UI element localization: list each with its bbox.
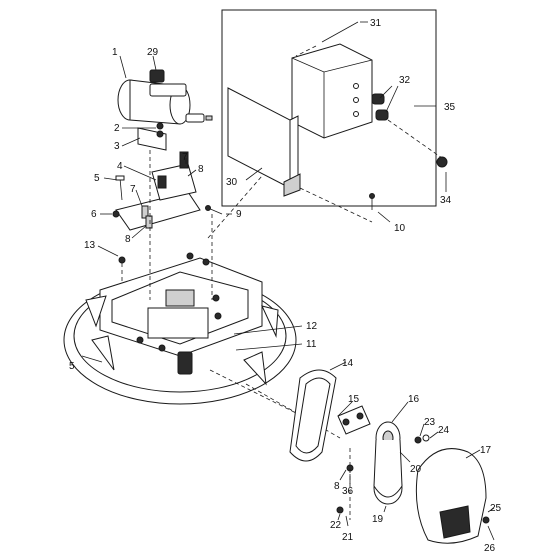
drive-belt-14 <box>289 369 337 462</box>
callout-10: 10 <box>394 223 406 234</box>
bolt-23 <box>414 434 430 444</box>
screw-9 <box>205 205 223 215</box>
callout-12: 12 <box>306 321 318 332</box>
belt-guard-17 <box>415 448 487 544</box>
callout-13: 13 <box>84 240 96 251</box>
control-box-inset-frame <box>221 9 437 207</box>
callout-7-lower: 7 <box>130 184 136 195</box>
screw-25 <box>482 516 490 524</box>
motor-bracket <box>137 122 167 151</box>
callout-14: 14 <box>342 358 354 369</box>
callout-21: 21 <box>342 532 354 543</box>
callout-6: 6 <box>91 209 97 220</box>
callout-5-lower: 5 <box>69 361 75 372</box>
callout-1: 1 <box>112 47 118 58</box>
callout-31: 31 <box>370 18 382 29</box>
belt-tensioner-15 <box>337 405 371 435</box>
control-box <box>291 43 373 139</box>
grommet-34 <box>436 156 448 168</box>
callout-5-upper: 5 <box>94 173 100 184</box>
callout-30: 30 <box>226 177 238 188</box>
mounting-bracket <box>115 151 201 231</box>
callout-11: 11 <box>306 339 317 350</box>
callout-3: 3 <box>114 141 120 152</box>
screw-10 <box>369 193 375 210</box>
callout-4: 4 <box>117 161 123 172</box>
callout-32: 32 <box>399 75 411 86</box>
callout-7-upper: 7 <box>182 152 188 163</box>
callout-29: 29 <box>147 47 159 58</box>
callout-35: 35 <box>444 102 456 113</box>
machine-deck <box>63 252 297 405</box>
callout-19: 19 <box>372 514 384 525</box>
callout-17: 17 <box>480 445 492 456</box>
bolt-5 <box>115 175 125 201</box>
cover-plate <box>227 87 301 197</box>
callout-34: 34 <box>440 195 452 206</box>
nut-6 <box>112 210 120 218</box>
callout-16: 16 <box>408 394 420 405</box>
callout-8-lower: 8 <box>334 481 340 492</box>
callout-26: 26 <box>484 543 496 554</box>
callout-9: 9 <box>236 209 242 220</box>
v-belt-20 <box>373 439 403 498</box>
callout-22: 22 <box>330 520 342 531</box>
callout-23: 23 <box>424 417 436 428</box>
callout-8-middle: 8 <box>125 234 131 245</box>
callout-36: 36 <box>342 486 354 497</box>
callout-24: 24 <box>438 425 450 436</box>
callout-2: 2 <box>114 123 120 134</box>
screw-22 <box>336 506 344 514</box>
callout-15: 15 <box>348 394 360 405</box>
callout-25: 25 <box>490 503 502 514</box>
leader-lines <box>81 21 495 541</box>
motor <box>117 69 213 125</box>
callout-8-upper: 8 <box>198 164 204 175</box>
bolt-13 <box>118 256 126 264</box>
screw-31 <box>321 21 359 43</box>
callout-20: 20 <box>410 464 422 475</box>
